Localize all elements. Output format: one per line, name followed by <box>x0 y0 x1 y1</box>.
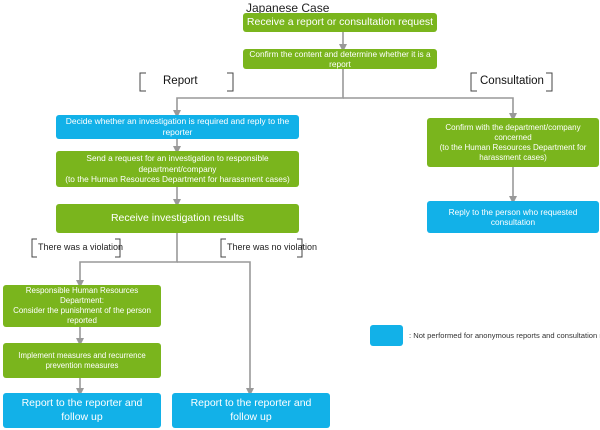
consultation-bracket-right <box>546 72 553 92</box>
node-confirm-content: Confirm the content and determine whethe… <box>243 49 437 69</box>
node-send-request: Send a request for an investigation to r… <box>56 151 299 187</box>
page-title: Japanese Case <box>246 1 330 15</box>
legend-text: : Not performed for anonymous reports an… <box>409 331 600 340</box>
legend-swatch <box>370 325 403 346</box>
arrow-to-consultation <box>343 97 517 121</box>
no-violation-bracket-left <box>220 238 226 258</box>
arrow-to-report <box>173 69 344 118</box>
branch-label-report: Report <box>163 75 198 87</box>
branch-label-consultation: Consultation <box>480 75 544 87</box>
consultation-bracket-left <box>470 72 477 92</box>
node-receive-results: Receive investigation results <box>56 204 299 233</box>
arrow-to-violation <box>76 233 178 288</box>
node-implement-measures: Implement measures and recurrence preven… <box>3 343 161 378</box>
arrow-to-no-violation <box>177 261 254 396</box>
branch-label-violation: There was a violation <box>38 242 124 252</box>
node-hr-consider: Responsible Human Resources Department: … <box>3 285 161 327</box>
node-report-left: Report to the reporter and follow up <box>3 393 161 428</box>
node-reply-consultation: Reply to the person who requested consul… <box>427 201 599 233</box>
report-bracket-right <box>227 72 234 92</box>
node-decide-investigation: Decide whether an investigation is requi… <box>56 115 299 139</box>
node-confirm-department: Confirm with the department/company conc… <box>427 118 599 167</box>
node-receive-request: Receive a report or consultation request <box>243 13 437 32</box>
node-report-right: Report to the reporter and follow up <box>172 393 330 428</box>
branch-label-no-violation: There was no violation <box>227 242 318 252</box>
report-bracket-left <box>139 72 146 92</box>
violation-bracket-left <box>31 238 37 258</box>
no-violation-bracket-right <box>297 238 303 258</box>
violation-bracket-right <box>115 238 121 258</box>
